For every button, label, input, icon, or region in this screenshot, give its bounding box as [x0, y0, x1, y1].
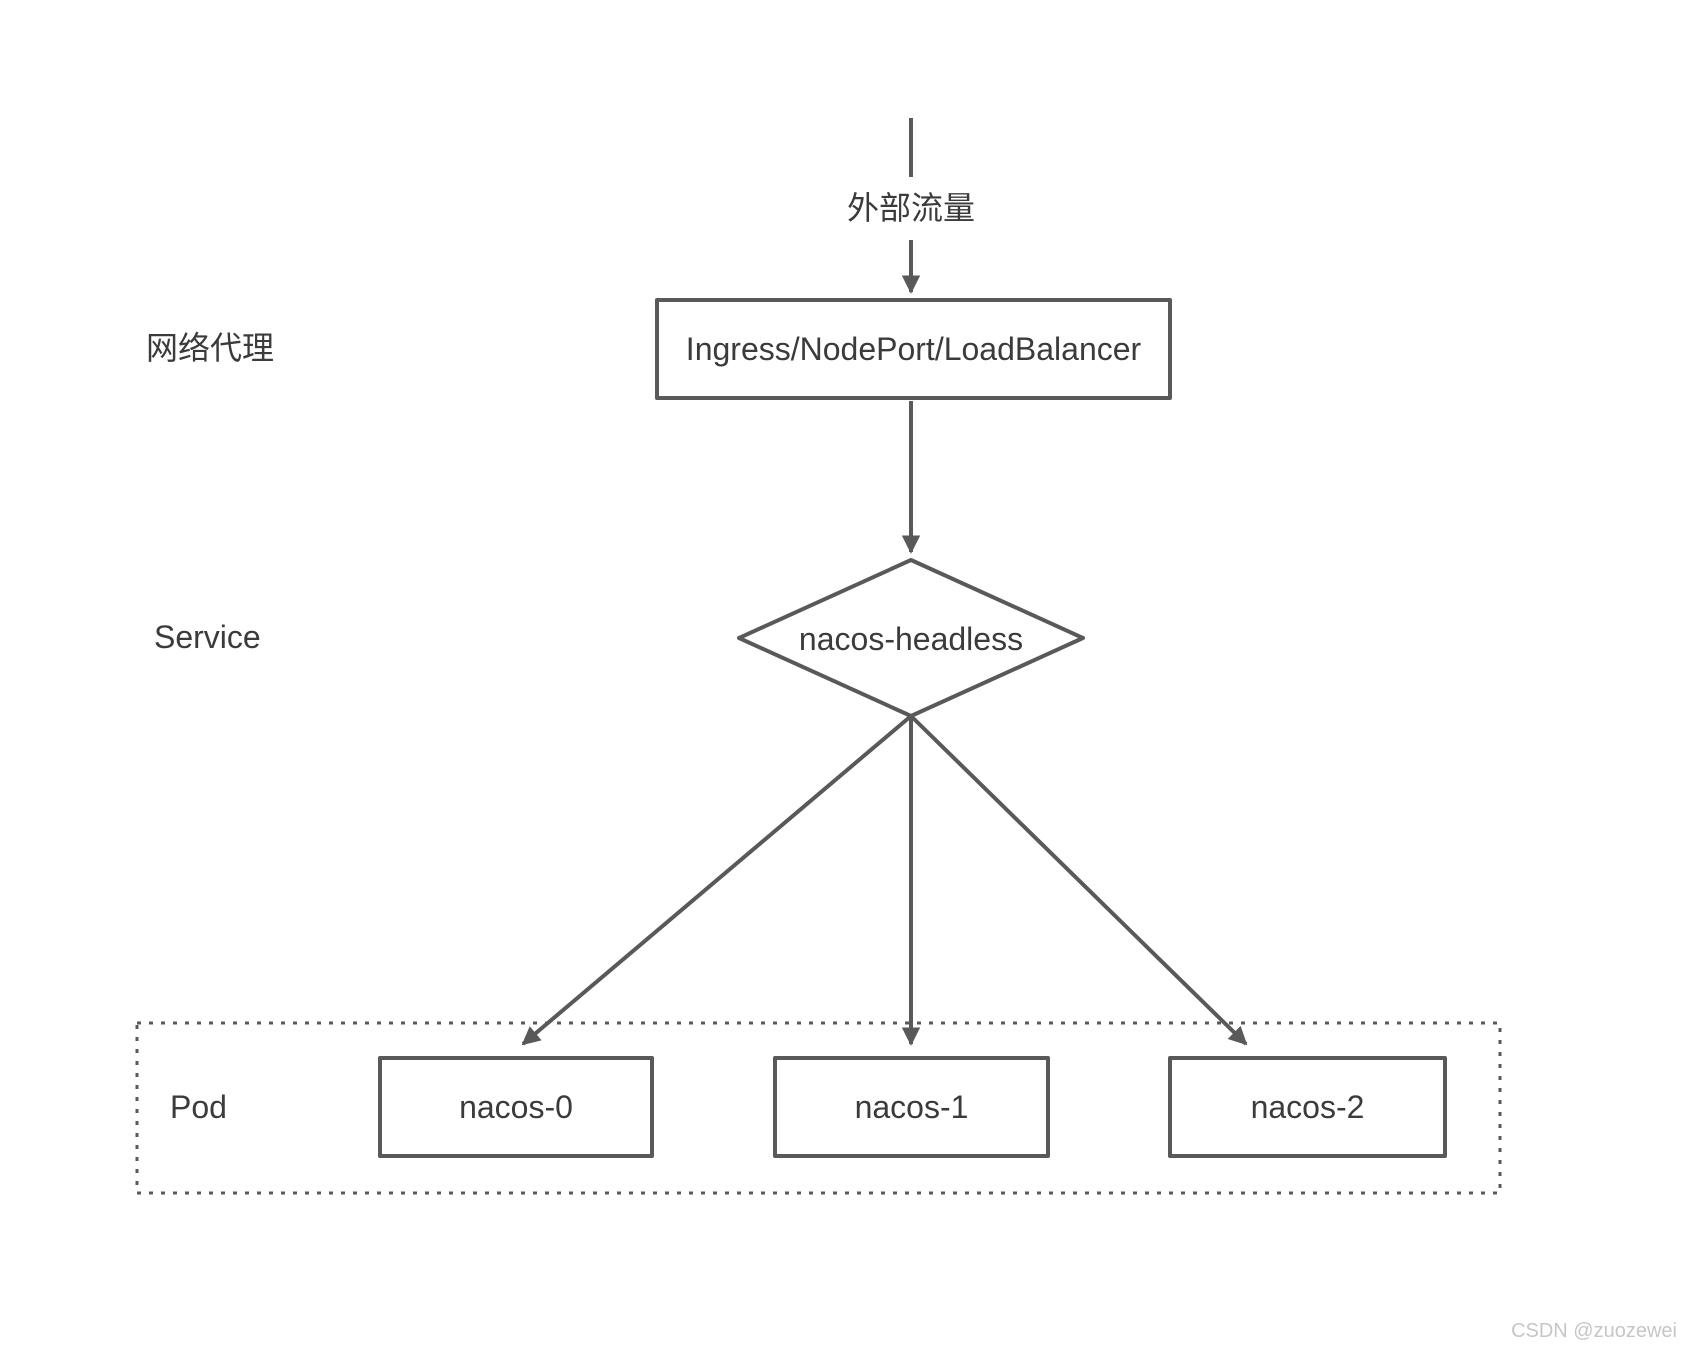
node-pod-nacos-1-label: nacos-1: [854, 1088, 969, 1125]
node-pod-nacos-2: nacos-2: [1168, 1056, 1447, 1158]
watermark-text: CSDN @zuozewei: [1511, 1320, 1677, 1342]
external-traffic-label: 外部流量: [846, 190, 976, 226]
row-label-service: Service: [154, 619, 261, 655]
edge-service-to-pod-2: [909, 714, 1248, 1046]
row-label-pod: Pod: [170, 1089, 227, 1125]
edge-service-to-pod-0: [521, 714, 913, 1046]
node-pod-nacos-0: nacos-0: [378, 1056, 654, 1158]
node-headless-service-shape: [737, 558, 1085, 718]
node-pod-nacos-0-label: nacos-0: [459, 1088, 573, 1125]
node-headless-service-label: nacos-headless: [798, 621, 1024, 657]
node-pod-nacos-1: nacos-1: [773, 1056, 1050, 1158]
row-label-network-proxy: 网络代理: [146, 330, 275, 366]
node-ingress-label: Ingress/NodePort/LoadBalancer: [685, 330, 1142, 367]
node-pod-nacos-2-label: nacos-2: [1250, 1088, 1365, 1125]
node-ingress: Ingress/NodePort/LoadBalancer: [655, 298, 1172, 400]
